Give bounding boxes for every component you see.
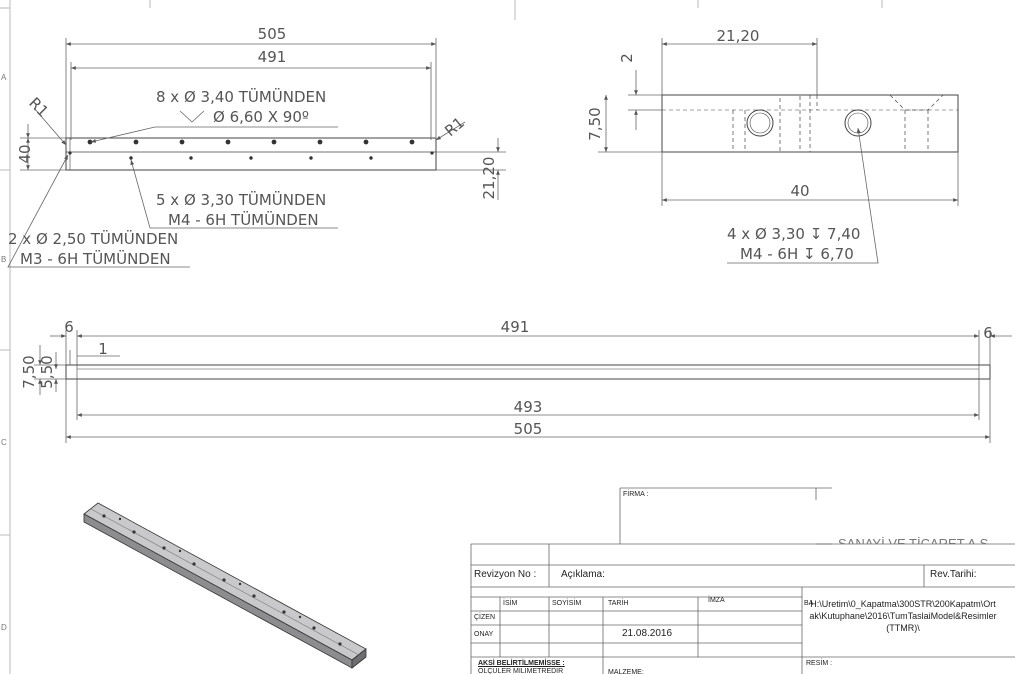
firma-label: FİRMA : [623,491,649,498]
dim-1-front: 1 [98,340,108,358]
resim-label: RESİM : [806,660,833,667]
dim-491: 491 [258,48,287,66]
top-view-outline [65,137,437,171]
tapped-note-2: M4 - 6H TÜMÜNDEN [168,210,319,229]
isometric-view [83,502,367,669]
zone-letter-c: C [1,438,7,447]
dim-2-side: 2 [618,53,636,63]
top-view-dimensions [7,38,506,268]
imza-label: İMZA [708,597,725,604]
dim-40-side: 40 [790,182,809,200]
dim-5-50-front: 5,50 [38,355,56,388]
isim-label: İSİM [503,600,518,607]
aksi-label: AKSİ BELİRTİLMEMİSSE : [478,660,565,667]
dim-7-50-side: 7,50 [586,107,604,140]
top-view [65,137,437,171]
zone-letter-d: D [1,623,7,632]
dim-505: 505 [258,25,287,43]
zone-letter-a: A [1,73,7,82]
dim-6-left: 6 [64,318,74,336]
radius-left: R1 [25,94,52,121]
countersink-note-2: Ø 6,60 X 90º [213,108,309,126]
malzeme-label: MALZEME: [608,669,644,674]
date-value: 21.08.2016 [622,628,673,639]
countersink-note-1: 8 x Ø 3,40 TÜMÜNDEN [156,87,326,106]
front-view-texts: 6 6 491 1 7,50 5,50 493 505 [20,318,993,438]
side-view-texts: 21,20 2 7,50 40 4 x Ø 3,30 ↧ 7,40 M4 - 6… [586,27,860,263]
title-block-lines [470,487,1015,674]
company-name-partial: SANAYİ VE TİCARET A.Ş. [838,536,992,544]
cizen-label: ÇİZEN [474,614,495,621]
file-path: H:\Uretim\0_Kapatma\300STR\200Kapatm\Ort… [809,599,997,633]
top-view-texts: 505 491 8 x Ø 3,40 TÜMÜNDEN Ø 6,60 X 90º… [8,25,498,268]
dim-21-20-side: 21,20 [717,27,760,45]
countersink-holes [87,139,415,145]
dim-7-50-front: 7,50 [20,355,38,388]
side-view [661,94,959,153]
onay-label: ONAY [474,631,494,638]
tarih-label: TARİH [608,600,629,607]
border-zone-letters: A B C D [1,73,7,632]
end-holes [68,151,434,155]
soyisim-label: SOYİSİM [552,600,582,607]
dim-493-front: 493 [514,398,543,416]
side-hole-note-1: 4 x Ø 3,30 ↧ 7,40 [727,225,860,243]
side-hole-note-2: M4 - 6H ↧ 6,70 [740,245,854,263]
dim-40-top: 40 [16,144,34,163]
dim-491-front: 491 [501,318,530,336]
side-view-dimensions [598,38,959,264]
sheet-border [0,0,883,674]
aciklama-label: Açıklama: [561,569,605,580]
isometric-holes [102,514,342,646]
radius-right: R1 [441,113,468,140]
tapped-holes [129,156,373,160]
olculer-label: ÖLÇÜLER MİLİMETREDİR [478,668,564,674]
side-hole-right [844,109,872,137]
front-view-dimensions [34,330,1012,443]
side-hole-left [746,109,774,137]
path-prefix: BA [804,600,814,607]
front-view [65,364,991,380]
dim-21-20-top: 21,20 [480,157,498,200]
revizyon-label: Revizyon No : [474,569,537,580]
tapped-note-1: 5 x Ø 3,30 TÜMÜNDEN [156,190,326,209]
front-view-outline [65,364,991,380]
small-hole-note-1: 2 x Ø 2,50 TÜMÜNDEN [8,229,178,248]
dim-505-front: 505 [514,420,543,438]
dim-6-right: 6 [983,324,993,342]
rev-tarihi-label: Rev.Tarihi: [930,569,977,580]
zone-letter-b: B [1,255,6,264]
small-hole-note-2: M3 - 6H TÜMÜNDEN [20,249,171,268]
